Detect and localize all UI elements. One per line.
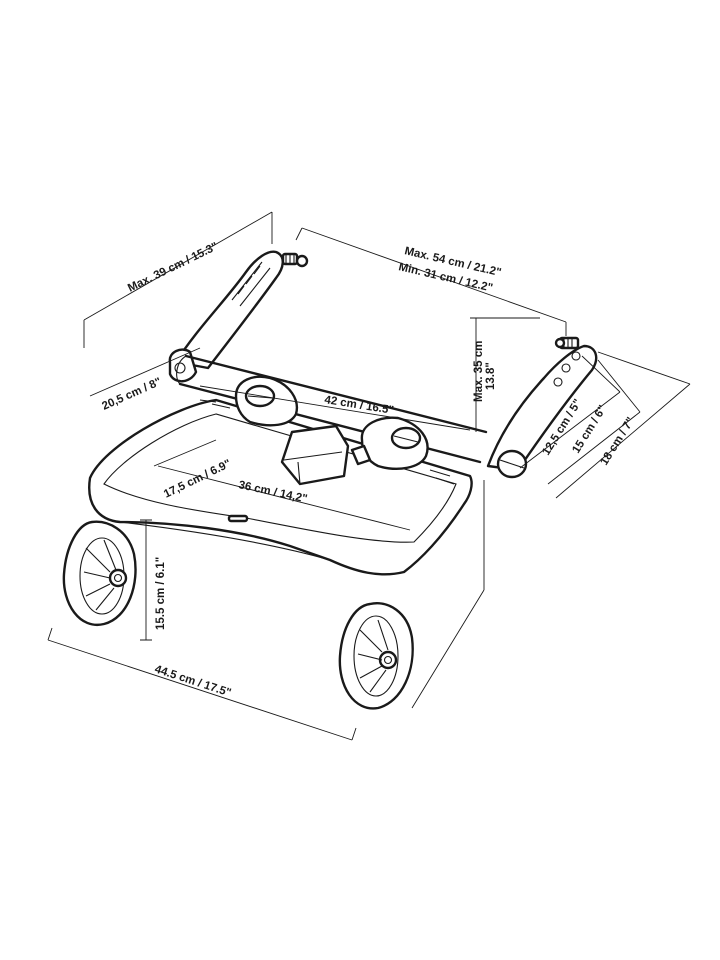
max-height-label-2: 13.8" (485, 362, 497, 390)
clamp-large-label: 18 cm / 7" (598, 415, 637, 467)
left-clip (234, 375, 299, 427)
width-line (301, 227, 567, 323)
axle-length-line (199, 385, 471, 431)
left-wheel (62, 520, 137, 627)
right-connector-bolt (554, 336, 580, 350)
right-wheel (338, 602, 414, 710)
clamp-small-line (519, 355, 621, 469)
arm-height-line (89, 347, 201, 397)
right-knob (496, 449, 528, 479)
left-connector-bolt (281, 252, 309, 268)
board-depth-line (153, 439, 217, 467)
right-connector-arm (486, 336, 598, 479)
axle-length-label: 42 cm / 16.5" (324, 394, 395, 417)
arm-height-label: 20,5 cm / 8" (100, 376, 163, 413)
platform (88, 398, 473, 576)
right-clip (360, 416, 429, 470)
buggy-board-illustration (62, 250, 598, 710)
overall-width-label: 44.5 cm / 17.5" (153, 663, 232, 699)
clamp-large-line (555, 351, 691, 499)
ground-clearance-label: 15.5 cm / 6.1" (155, 557, 167, 630)
ground-clearance-line (140, 519, 152, 641)
handle-height-label: Max. 39 cm / 15.3" (126, 241, 220, 295)
crossbar (176, 354, 488, 464)
handle-height-line (83, 211, 273, 321)
overall-width-line (47, 639, 353, 741)
left-connector-arm (168, 250, 309, 383)
max-height-line (470, 317, 540, 432)
board-width-line (157, 465, 411, 531)
clamp-medium-line (547, 359, 641, 485)
max-height-label-1: Max. 35 cm (473, 341, 485, 402)
center-clamp (280, 424, 372, 486)
